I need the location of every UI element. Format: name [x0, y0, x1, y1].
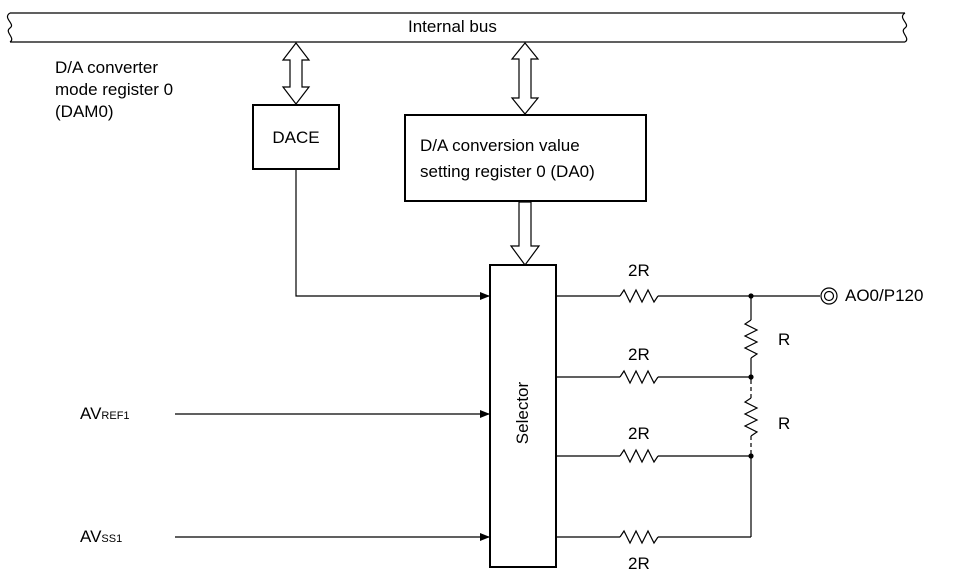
avss1-main: AV	[80, 527, 102, 546]
resistor-2r-label-4: 2R	[628, 554, 650, 573]
resistor-2r-label-1: 2R	[628, 261, 650, 280]
avref1-main: AV	[80, 404, 102, 423]
da0-label-line2: setting register 0 (DA0)	[420, 162, 595, 181]
resistor-2r-label-2: 2R	[628, 345, 650, 364]
selector-label: Selector	[513, 381, 532, 445]
bus-da0-double-arrow	[510, 42, 540, 115]
resistor-2r-row-3	[556, 448, 751, 464]
avref1-label: AVREF1	[80, 403, 130, 427]
output-label: AO0/P120	[845, 286, 924, 305]
da0-selector-arrow	[509, 201, 541, 267]
resistor-r-label-2: R	[778, 414, 791, 433]
output-terminal-icon	[820, 287, 838, 305]
dace-box	[252, 104, 340, 170]
avss1-sub: SS1	[101, 533, 123, 545]
junction-dots	[748, 293, 754, 459]
internal-bus	[6, 12, 908, 43]
resistor-2r-row-2	[556, 369, 751, 385]
dace-to-selector-line	[295, 169, 490, 300]
selector-box	[489, 264, 557, 568]
resistor-2r-row-1	[556, 288, 820, 304]
resistor-2r-row-4	[556, 529, 751, 545]
avss1-label: AVSS1	[80, 526, 122, 550]
internal-bus-label: Internal bus	[408, 17, 497, 36]
dam0-label-line3: (DAM0)	[55, 102, 114, 121]
dam0-label-line1: D/A converter	[55, 58, 158, 77]
bus-dace-double-arrow	[281, 42, 311, 105]
resistor-r-ladder	[743, 296, 759, 537]
avref1-sub: REF1	[101, 410, 130, 422]
da0-label-line1: D/A conversion value	[420, 136, 580, 155]
resistor-r-label-1: R	[778, 330, 791, 349]
da0-box	[404, 114, 647, 202]
dace-label: DACE	[272, 128, 320, 147]
dam0-label-line2: mode register 0	[55, 80, 174, 99]
resistor-2r-label-3: 2R	[628, 424, 650, 443]
